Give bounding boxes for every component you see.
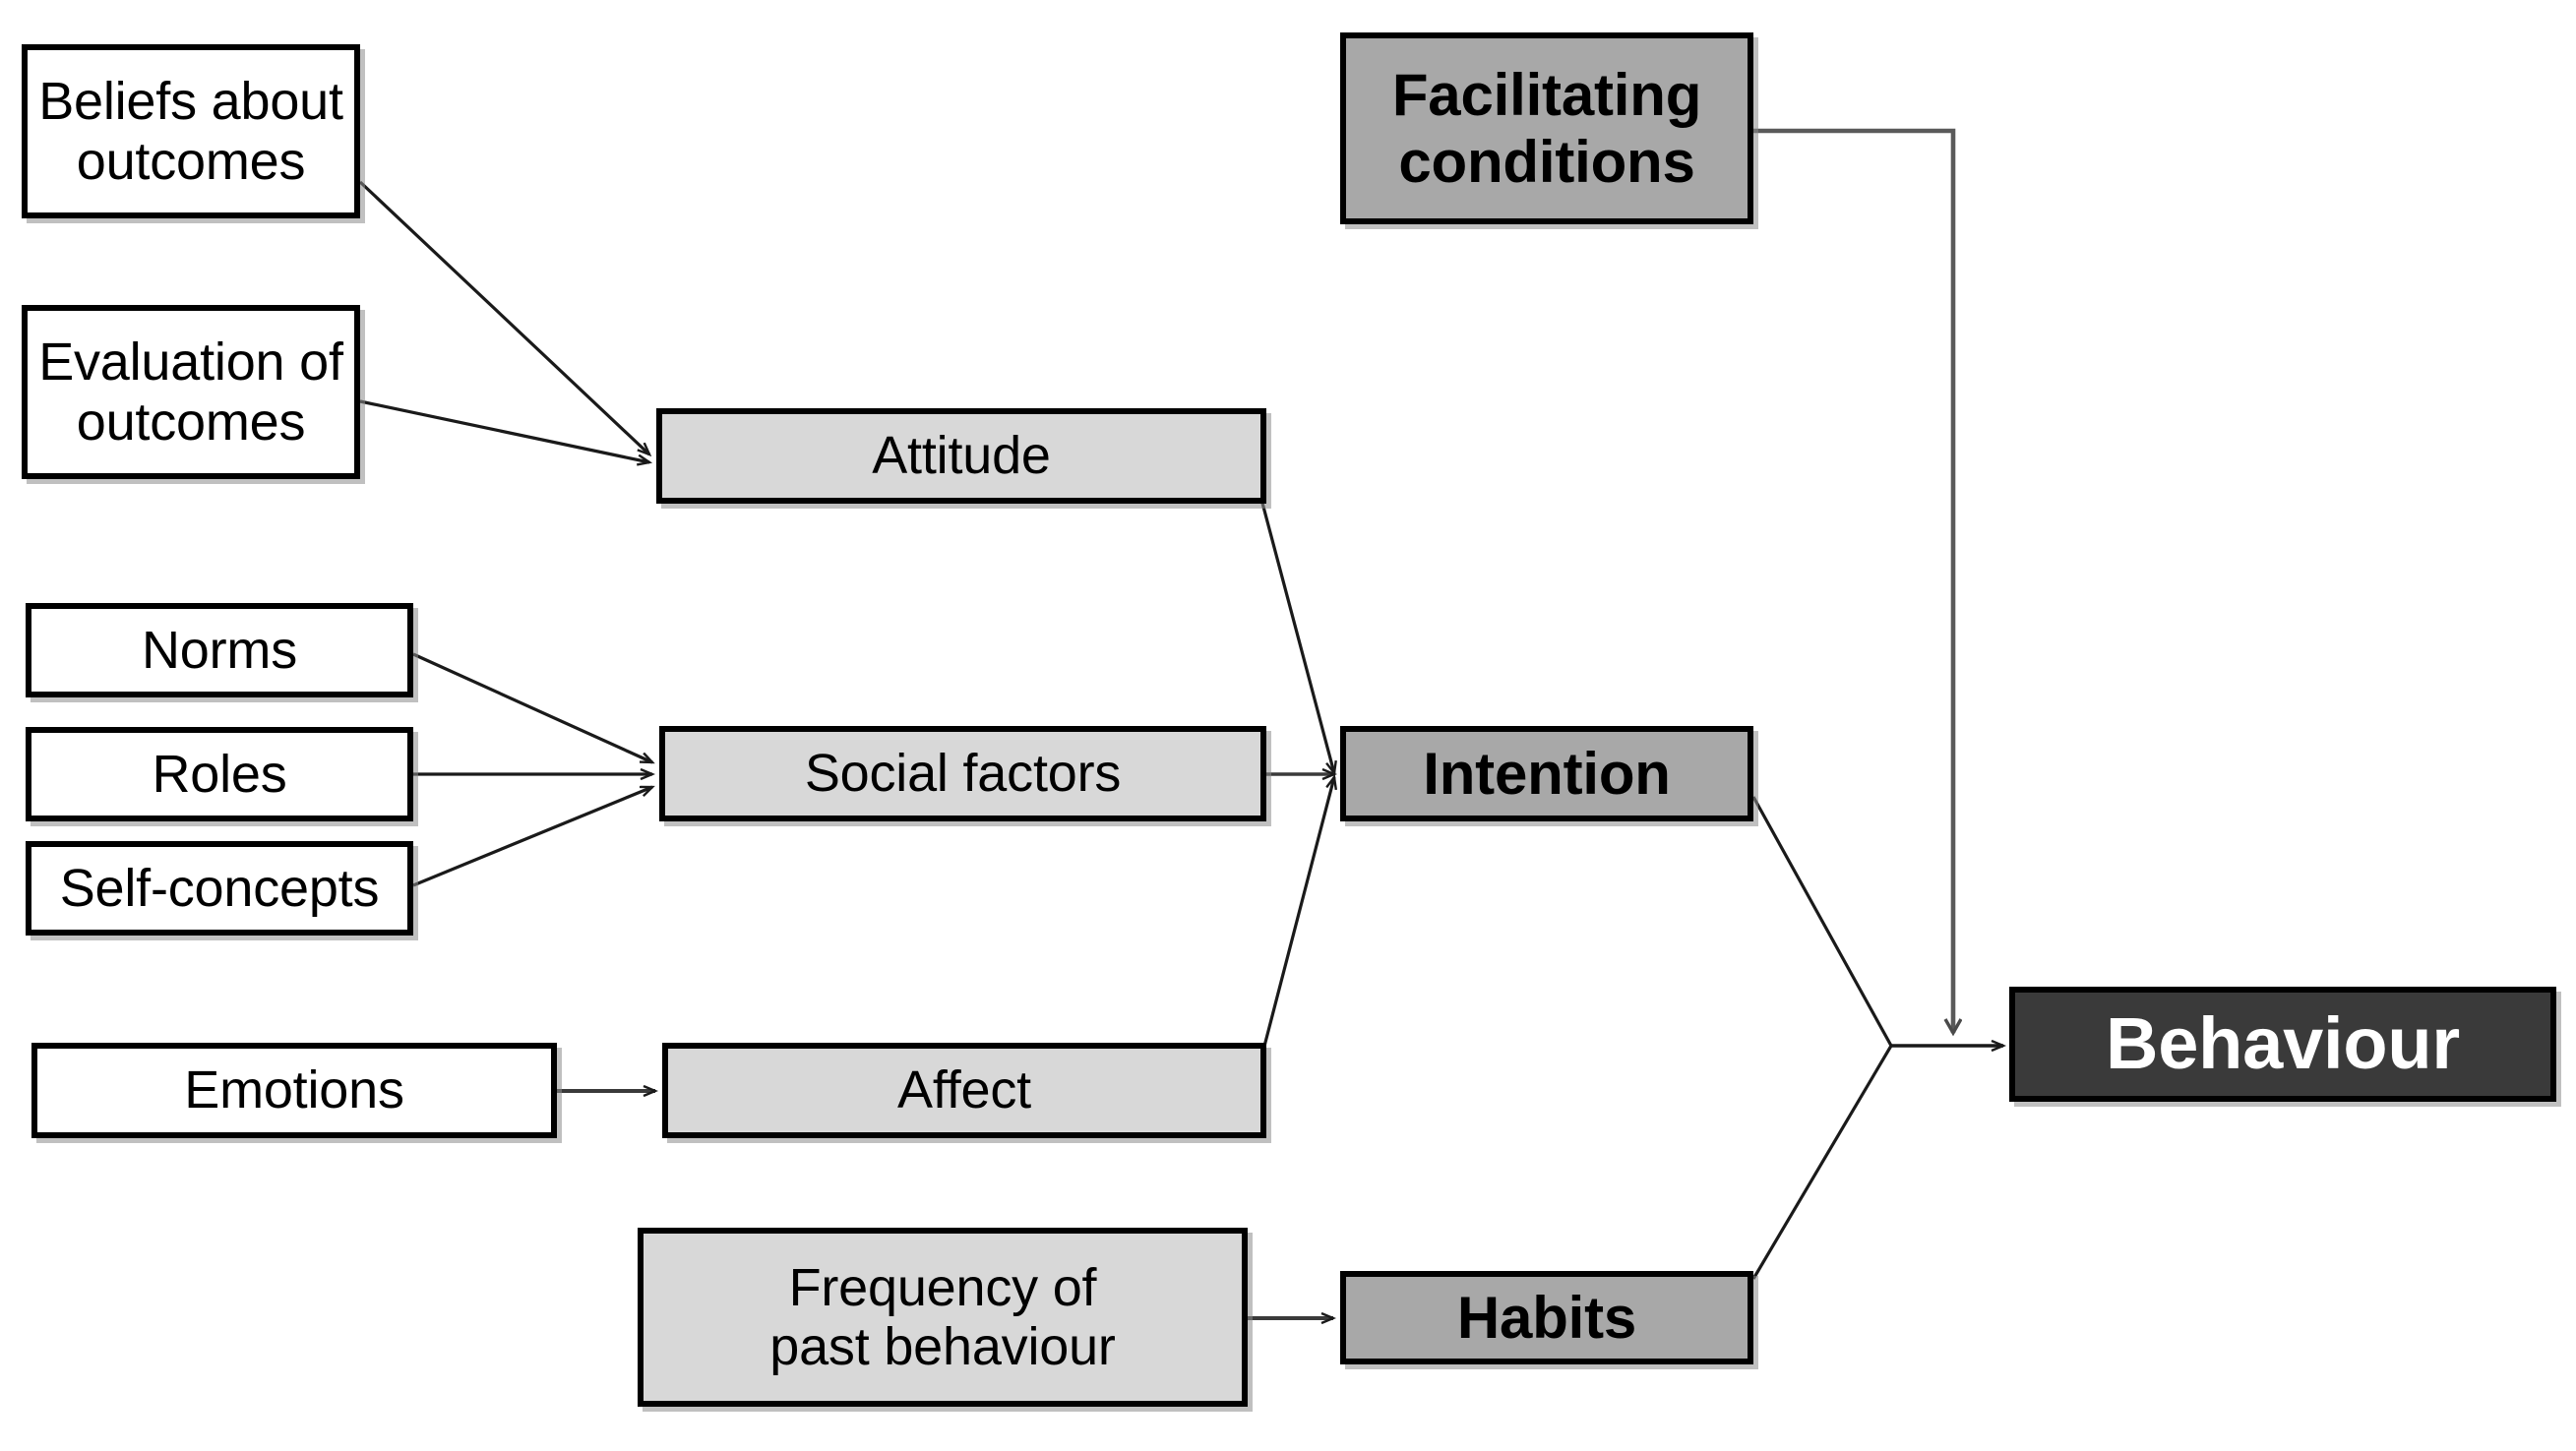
edge-evaluation-to-attitude bbox=[359, 399, 649, 462]
edge-affect-to-intention bbox=[1259, 777, 1334, 1058]
node-behaviour[interactable]: Behaviour bbox=[2009, 987, 2556, 1102]
edge-habits-to-junction bbox=[1751, 1045, 1893, 1280]
node-social-factors[interactable]: Social factors bbox=[659, 726, 1266, 821]
node-affect[interactable]: Affect bbox=[662, 1043, 1266, 1138]
node-evaluation-of-outcomes[interactable]: Evaluation of outcomes bbox=[22, 305, 360, 479]
edge-facilitating-to-behaviour bbox=[1753, 128, 1953, 1033]
node-emotions[interactable]: Emotions bbox=[31, 1043, 557, 1138]
node-self-concepts[interactable]: Self-concepts bbox=[26, 841, 413, 936]
node-beliefs-about-outcomes[interactable]: Beliefs about outcomes bbox=[22, 44, 360, 218]
edge-self-concepts-to-social bbox=[412, 785, 652, 887]
node-intention[interactable]: Intention bbox=[1340, 726, 1753, 821]
node-facilitating-conditions[interactable]: Facilitating conditions bbox=[1340, 32, 1753, 224]
edge-intention-to-junction bbox=[1751, 796, 1893, 1047]
node-habits[interactable]: Habits bbox=[1340, 1271, 1753, 1364]
edge-norms-to-social bbox=[412, 652, 652, 764]
edge-attitude-to-intention bbox=[1257, 491, 1334, 773]
node-frequency-of-past-behaviour[interactable]: Frequency of past behaviour bbox=[638, 1228, 1248, 1407]
node-norms[interactable]: Norms bbox=[26, 603, 413, 697]
node-attitude[interactable]: Attitude bbox=[656, 408, 1266, 504]
node-roles[interactable]: Roles bbox=[26, 727, 413, 821]
edge-beliefs-to-attitude bbox=[358, 180, 649, 454]
